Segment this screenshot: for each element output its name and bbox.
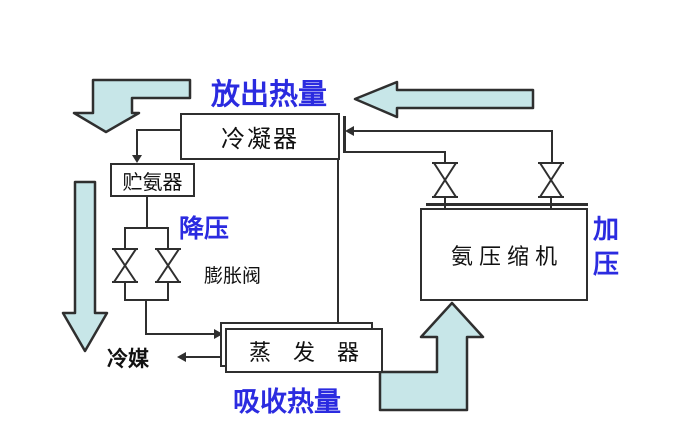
arrowhead-into-condenser-icon [345,126,354,136]
evaporator-label: 蒸 发 器 [248,339,359,365]
left-long-down-arrow-icon [61,180,109,353]
expansion-valve-right-icon [155,248,181,283]
evaporator-box: 蒸 发 器 [225,328,383,373]
suction-bent-up-arrow-icon [378,301,485,412]
condenser-label: 冷凝器 [221,126,299,153]
ammonia-compressor-box: 氨 压 缩 机 [420,208,588,301]
pressurize-label: 加压 [593,214,620,279]
compressor-shadow-edge [426,203,588,206]
heat-release-bent-down-arrow-icon [72,78,192,134]
absorb-heat-label: 吸收热量 [233,387,341,417]
pipe-compressor-discharge-to-condenser [350,130,553,162]
ammonia-compressor-label: 氨 压 缩 机 [450,243,558,269]
compressor-valve-right-icon [538,162,564,198]
pipe-valve-loop-to-evaporator [145,300,214,335]
compressor-valve-left-icon [432,162,458,198]
expansion-valve-label: 膨胀阀 [204,266,262,287]
arrowhead-into-receiver-icon [132,155,142,163]
condenser-box: 冷凝器 [180,113,340,160]
decompress-label: 降压 [179,215,230,243]
flow-left-arrow-icon [353,80,535,119]
pipe-condenser-to-receiver [136,129,180,156]
arrowhead-into-evaporator-icon [214,329,223,339]
ammonia-receiver-box: 贮氨器 [110,163,195,197]
expansion-valve-loop [124,227,169,301]
expansion-valve-left-icon [112,248,138,283]
condenser-shadow-edge [343,116,346,152]
pipe-condenser-to-left-valve [343,151,446,162]
release-heat-label: 放出热量 [211,79,328,111]
refrigerant-label: 冷媒 [107,348,149,371]
arrowhead-refrigerant-out-icon [177,352,186,362]
ammonia-receiver-label: 贮氨器 [122,171,183,194]
